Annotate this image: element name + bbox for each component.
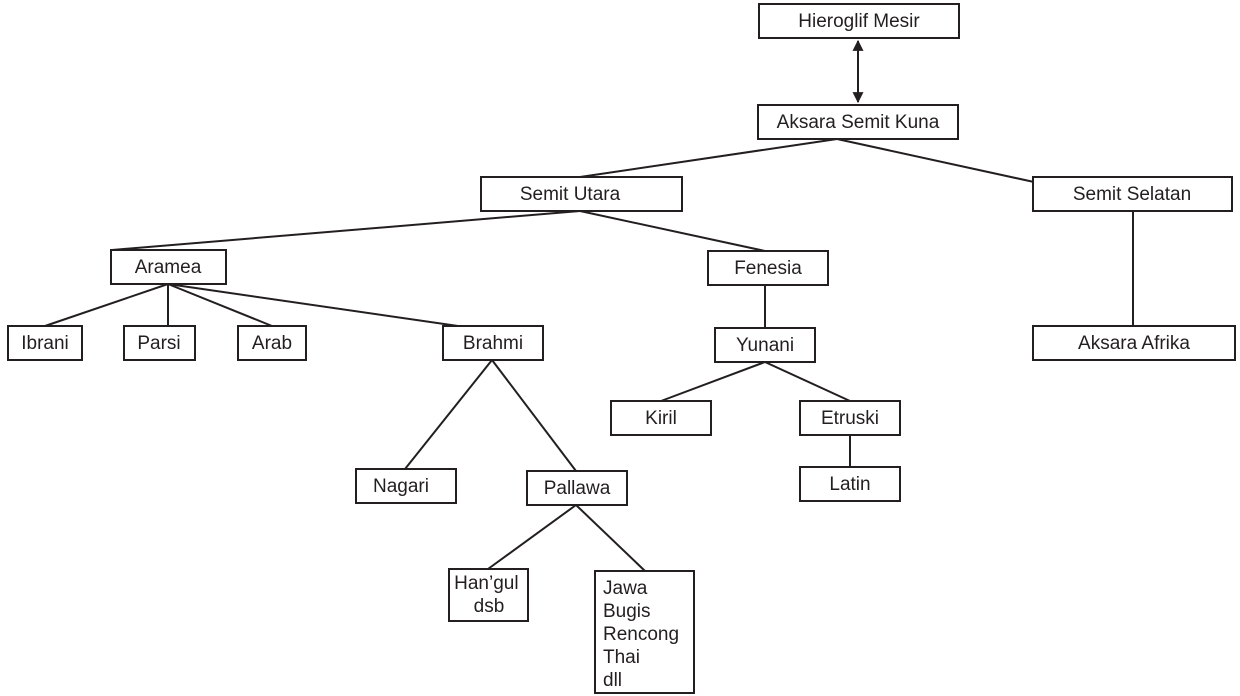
edge-semit-utara-fenesia: [579, 210, 766, 252]
node-label: Latin: [829, 474, 870, 495]
node-brahmi: Brahmi: [442, 325, 544, 361]
node-label: Fenesia: [734, 258, 802, 279]
nodes: Hieroglif Mesir Aksara Semit Kuna Semit …: [7, 3, 1236, 694]
node-nagari: Nagari: [355, 468, 457, 504]
node-etruski: Etruski: [799, 400, 901, 436]
node-label: Han’gul dsb: [454, 573, 524, 617]
node-label: Nagari: [373, 476, 429, 497]
node-label-line: Rencong: [603, 624, 679, 645]
node-aksara-afrika: Aksara Afrika: [1032, 325, 1236, 361]
node-aksara-semit-kuna: Aksara Semit Kuna: [757, 104, 959, 140]
node-label-line: Bugis: [603, 601, 651, 622]
edge-brahmi-nagari: [404, 359, 493, 470]
node-label: Aksara Semit Kuna: [777, 112, 940, 133]
node-kiril: Kiril: [610, 400, 712, 436]
edge-aramea-ibrani: [44, 283, 169, 327]
edge-aramea-brahmi: [167, 283, 459, 327]
node-label: Pallawa: [544, 478, 611, 499]
node-label: Parsi: [137, 333, 180, 354]
edge-semit-utara-aramea: [111, 210, 581, 251]
edge-semit-kuna-semit-selatan: [836, 138, 1035, 183]
node-ibrani: Ibrani: [7, 325, 83, 361]
node-label: Aramea: [135, 257, 202, 278]
node-label: Hieroglif Mesir: [798, 11, 920, 32]
node-semit-utara: Semit Utara: [480, 176, 683, 212]
node-fenesia: Fenesia: [707, 250, 829, 286]
edge-pallawa-jawa: [575, 504, 646, 572]
node-label: Semit Utara: [520, 184, 621, 205]
node-label-line: Thai: [603, 647, 640, 668]
node-label: Ibrani: [21, 333, 69, 354]
edge-pallawa-hangul: [487, 504, 577, 570]
node-parsi: Parsi: [123, 325, 196, 361]
node-label: Semit Selatan: [1073, 184, 1191, 205]
edge-yunani-kiril: [660, 361, 766, 402]
node-label: Etruski: [821, 408, 879, 429]
node-pallawa: Pallawa: [526, 470, 628, 506]
node-label-line: Jawa: [603, 578, 648, 599]
node-yunani: Yunani: [714, 327, 816, 363]
node-jawa-bugis-rencong-thai: Jawa Bugis Rencong Thai dll: [594, 570, 695, 694]
node-label: Aksara Afrika: [1078, 333, 1190, 354]
node-hieroglif-mesir: Hieroglif Mesir: [758, 3, 960, 39]
node-hangul: Han’gul dsb: [448, 568, 529, 622]
node-label: Yunani: [736, 335, 794, 356]
node-label: Jawa Bugis Rencong Thai dll: [603, 578, 684, 691]
node-label-line: dsb: [474, 596, 505, 617]
node-latin: Latin: [799, 466, 901, 502]
edge-semit-kuna-semit-utara: [579, 138, 838, 178]
node-label: Kiril: [645, 408, 677, 429]
node-label-line: Han’gul: [454, 573, 518, 594]
node-aramea: Aramea: [110, 249, 227, 285]
edges: [44, 39, 1134, 572]
node-label: Brahmi: [463, 333, 523, 354]
node-arab: Arab: [237, 325, 307, 361]
edge-yunani-etruski: [764, 361, 851, 402]
node-semit-selatan: Semit Selatan: [1032, 176, 1233, 212]
node-label: Arab: [252, 333, 292, 354]
node-label-line: dll: [603, 670, 622, 691]
edge-aramea-arab: [167, 283, 273, 327]
edge-brahmi-pallawa: [491, 359, 577, 472]
